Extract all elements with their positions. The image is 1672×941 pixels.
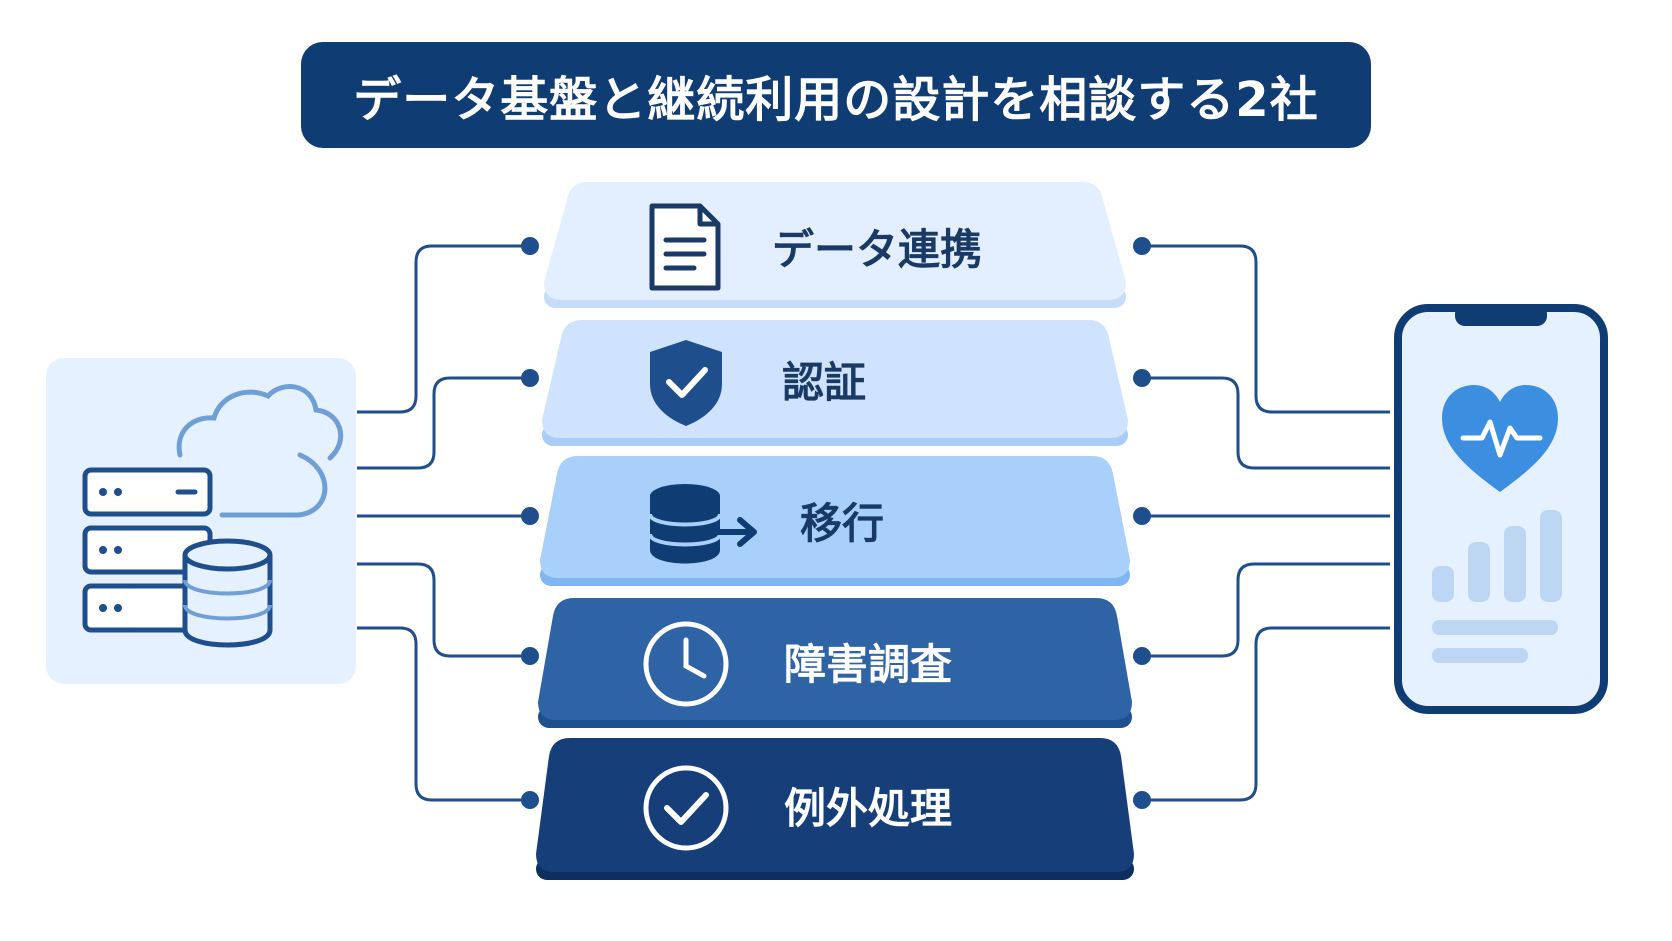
layer-label-data-integration: データ連携	[772, 225, 983, 274]
smartphone-health-app-icon	[1394, 304, 1608, 714]
check-circle-icon	[643, 765, 729, 851]
title-banner: データ基盤と継続利用の設計を相談する2社	[301, 42, 1371, 148]
clock-icon	[643, 621, 729, 707]
page-title: データ基盤と継続利用の設計を相談する2社	[353, 72, 1319, 128]
layer-label-incident-investigation: 障害調査	[784, 640, 953, 689]
server-cloud-database-icon	[46, 358, 356, 684]
layer-label-exception-handling: 例外処理	[784, 784, 953, 833]
document-icon	[649, 203, 721, 291]
layer-label-migration: 移行	[800, 499, 885, 548]
layer-incident-investigation	[538, 598, 1132, 728]
left-connector-dots	[521, 237, 539, 809]
layer-exception-handling	[536, 738, 1134, 880]
layer-label-authentication: 認証	[782, 358, 867, 407]
right-connector-dots	[1133, 237, 1151, 809]
right-connectors	[1142, 244, 1390, 802]
shield-check-icon	[650, 340, 722, 426]
left-connectors	[357, 244, 530, 802]
database-transfer-icon	[648, 484, 757, 564]
